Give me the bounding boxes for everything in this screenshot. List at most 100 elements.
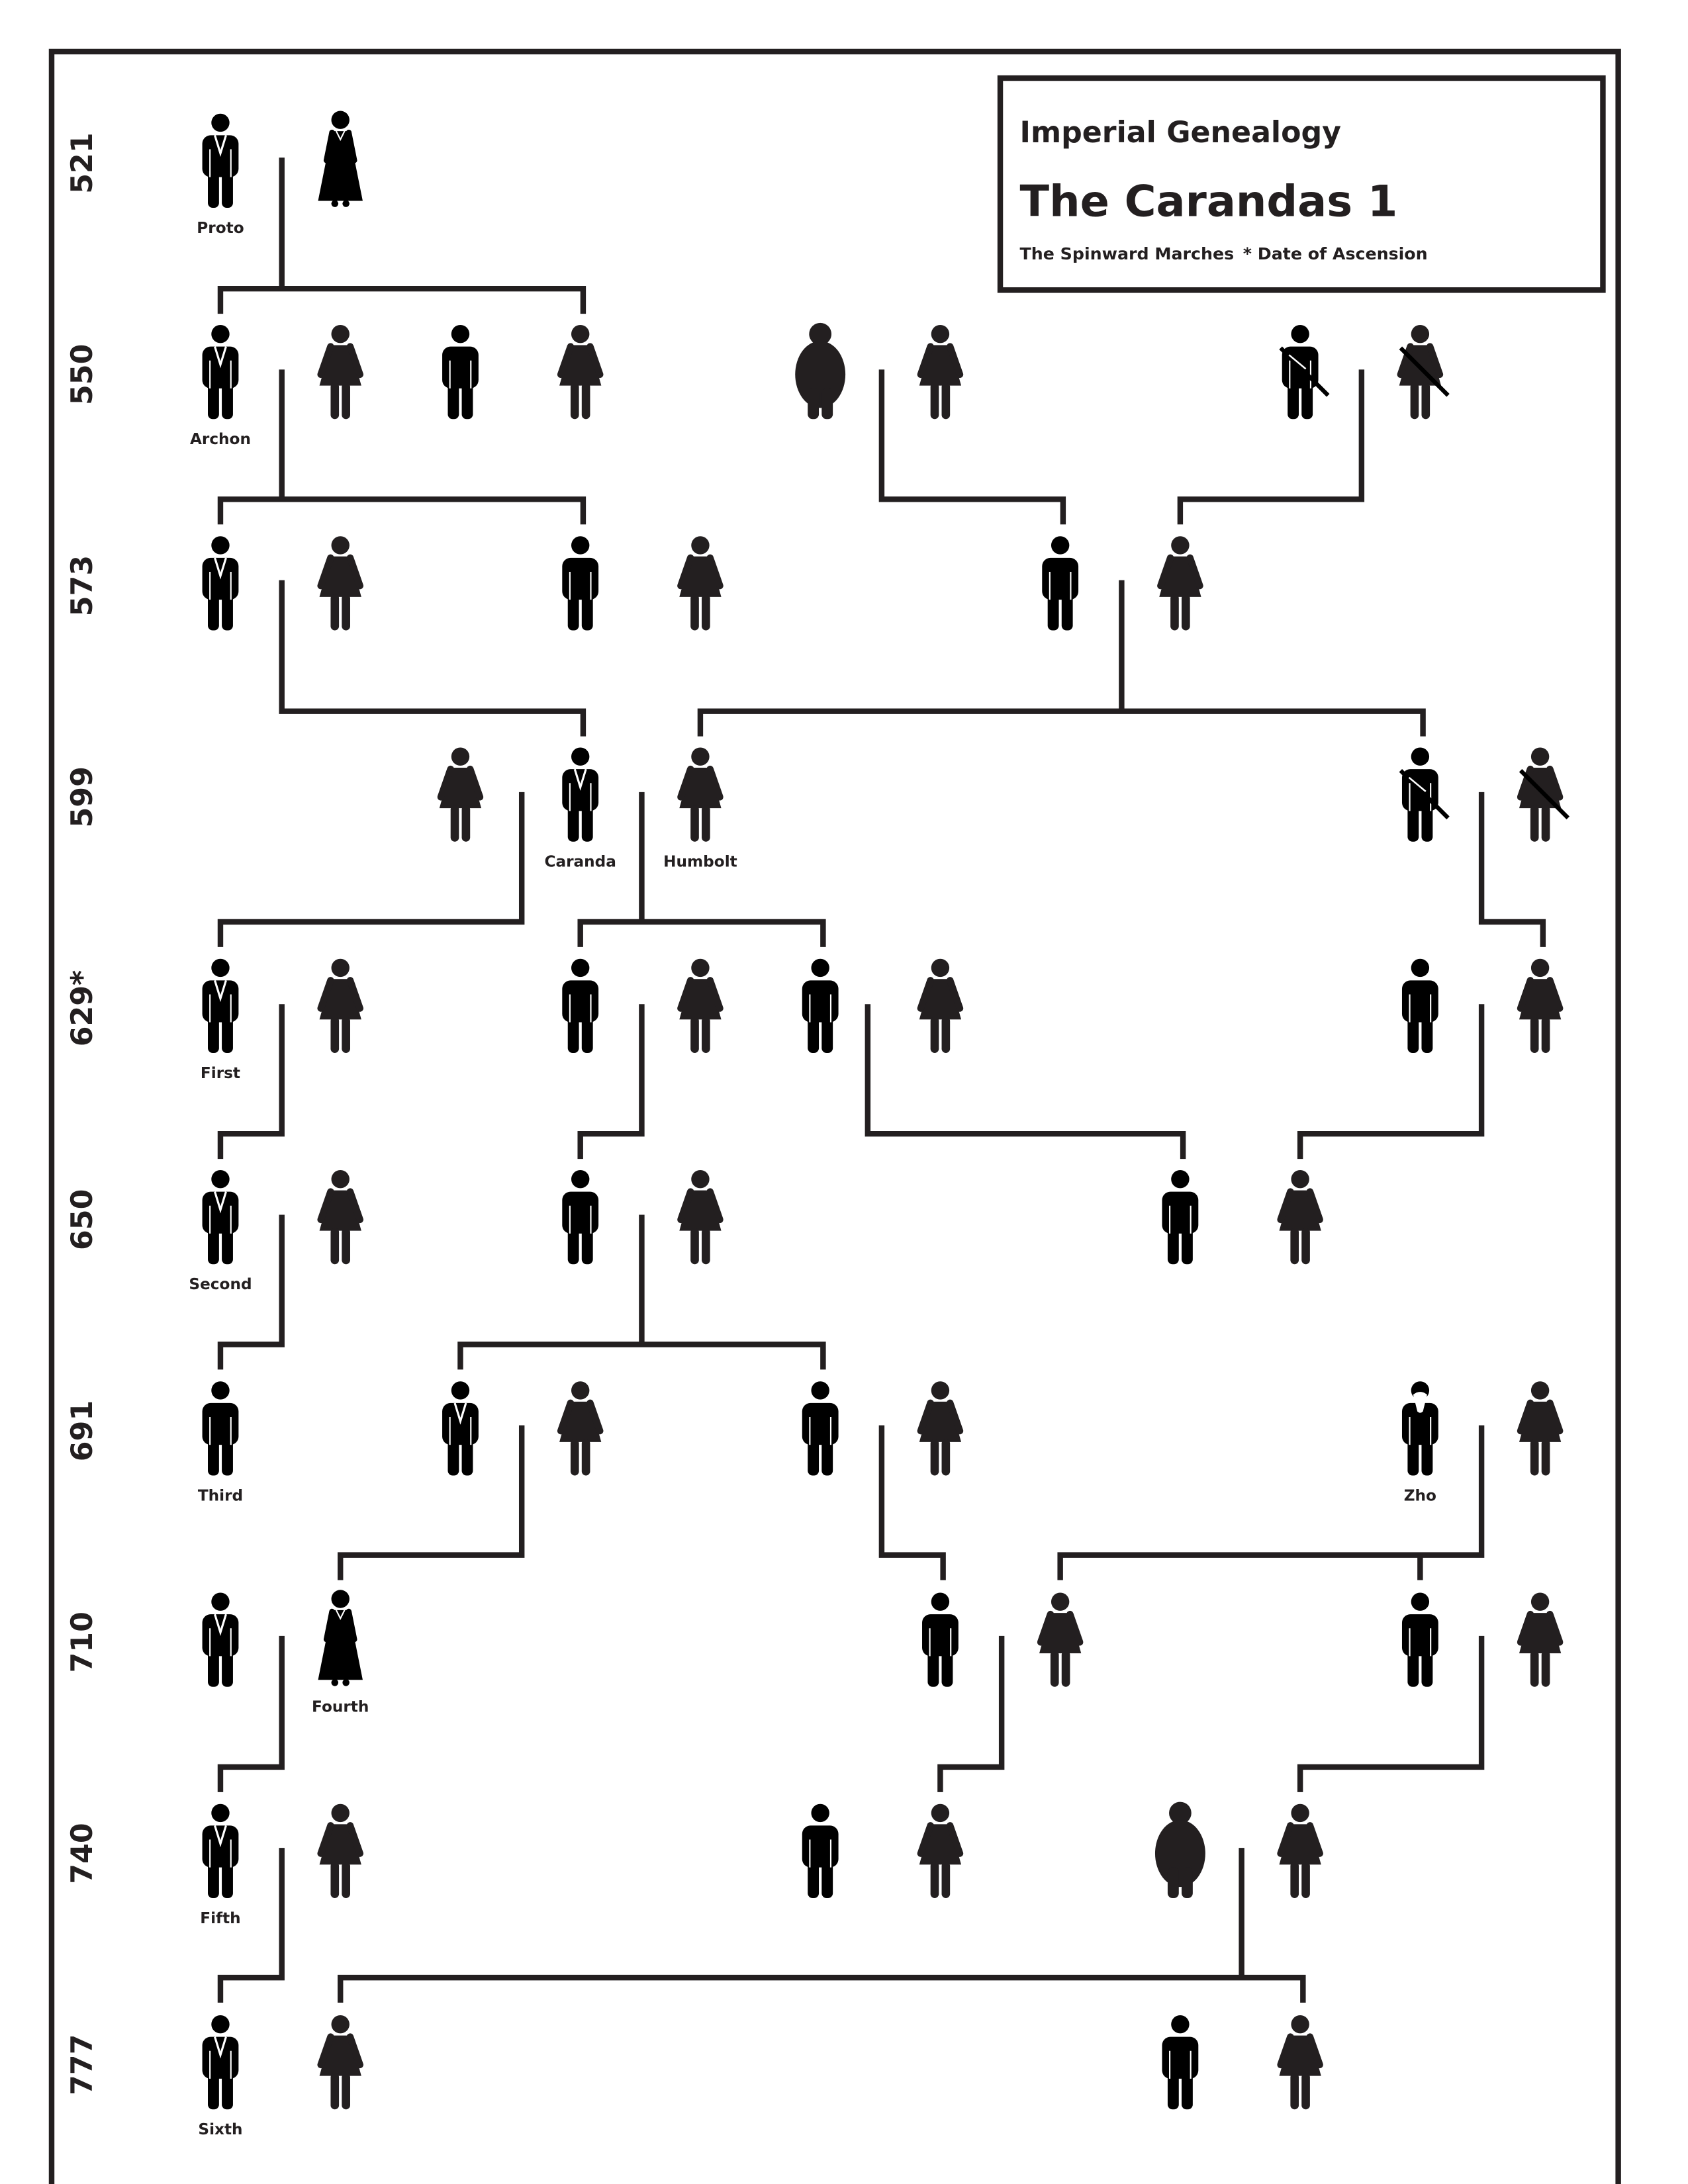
lineage-line bbox=[1297, 1635, 1485, 1792]
person bbox=[561, 535, 600, 631]
title-kicker: Imperial Genealogy bbox=[1020, 116, 1342, 150]
person bbox=[919, 325, 961, 419]
person bbox=[440, 748, 481, 842]
man-icon bbox=[1401, 1592, 1439, 1688]
person: Archon bbox=[190, 325, 251, 448]
person-name: Archon bbox=[190, 430, 251, 448]
man-icon bbox=[921, 1592, 959, 1688]
generation-year: 710 bbox=[66, 1612, 99, 1672]
person bbox=[318, 111, 362, 207]
woman-icon bbox=[1039, 1593, 1081, 1687]
man-suit-icon bbox=[203, 1170, 239, 1264]
lineage-line bbox=[337, 1425, 525, 1580]
person-name: Third bbox=[198, 1486, 243, 1504]
person: Sixth bbox=[198, 2015, 243, 2138]
lineage-lines bbox=[217, 158, 1546, 2003]
generation-year: 629* bbox=[66, 970, 99, 1047]
man-suit-icon bbox=[203, 325, 239, 419]
woman-gown-icon bbox=[318, 111, 362, 207]
person bbox=[559, 325, 601, 419]
fat-person-icon bbox=[1154, 1801, 1205, 1899]
lineage-line bbox=[217, 1635, 285, 1792]
person bbox=[559, 1381, 601, 1475]
person bbox=[1280, 1804, 1321, 1898]
person bbox=[679, 1170, 721, 1264]
person: Humbolt bbox=[663, 748, 737, 871]
person-name: Second bbox=[189, 1275, 252, 1293]
person bbox=[1154, 1801, 1205, 1899]
person bbox=[1519, 1381, 1561, 1475]
lineage-line bbox=[697, 708, 1426, 737]
woman-icon bbox=[919, 325, 961, 419]
person-name: Zho bbox=[1404, 1486, 1436, 1504]
lineage-line bbox=[937, 1635, 1005, 1792]
woman-icon bbox=[679, 1170, 721, 1264]
person bbox=[442, 1381, 479, 1475]
woman-icon bbox=[919, 959, 961, 1053]
man-suit-icon bbox=[203, 2015, 239, 2109]
lineage-line bbox=[217, 1004, 285, 1160]
lineage-line bbox=[217, 1214, 285, 1370]
person-name: Fifth bbox=[200, 1909, 240, 1927]
lineage-line bbox=[878, 1425, 946, 1580]
person bbox=[320, 1804, 361, 1898]
woman-icon bbox=[679, 959, 721, 1053]
man-icon bbox=[561, 1169, 600, 1265]
poster-frame bbox=[48, 48, 1621, 2184]
person bbox=[1159, 536, 1201, 630]
person: Third bbox=[198, 1381, 243, 1504]
person bbox=[1161, 1169, 1199, 1265]
generation-year: 740 bbox=[66, 1823, 99, 1884]
generation-year: 691 bbox=[66, 1400, 99, 1461]
woman-icon bbox=[679, 536, 721, 630]
lineage-line bbox=[217, 496, 586, 525]
generation-year: 521 bbox=[66, 132, 99, 193]
person-name: Humbolt bbox=[663, 853, 737, 871]
person bbox=[1281, 325, 1329, 419]
person-name: Proto bbox=[197, 219, 244, 237]
person bbox=[1161, 2014, 1199, 2111]
man-icon bbox=[201, 1381, 240, 1477]
title-box-border bbox=[997, 75, 1606, 293]
page-title: The Carandas 1 bbox=[1020, 177, 1398, 227]
man-icon bbox=[1041, 535, 1080, 631]
person: First bbox=[201, 959, 240, 1082]
person bbox=[1399, 325, 1448, 419]
lineage-line bbox=[217, 1848, 285, 2003]
generation-year: 550 bbox=[66, 344, 99, 405]
man-icon bbox=[1161, 1169, 1199, 1265]
person bbox=[919, 1804, 961, 1898]
person bbox=[919, 1381, 961, 1475]
person bbox=[679, 536, 721, 630]
woman-gown-icon bbox=[318, 1590, 362, 1686]
person-name: Caranda bbox=[544, 853, 616, 871]
person bbox=[801, 1803, 839, 1899]
man-icon bbox=[1161, 2014, 1199, 2111]
lineage-line bbox=[577, 919, 826, 947]
woman-icon bbox=[919, 1804, 961, 1898]
man-icon bbox=[1401, 958, 1439, 1054]
person bbox=[679, 959, 721, 1053]
legend-note: * Date of Ascension bbox=[1243, 244, 1428, 263]
person bbox=[921, 1592, 959, 1688]
lineage-line bbox=[457, 1342, 826, 1370]
person bbox=[442, 324, 479, 420]
man-icon bbox=[442, 324, 479, 420]
man-icon bbox=[561, 958, 600, 1054]
man-suit-icon bbox=[203, 114, 239, 208]
person bbox=[801, 1381, 839, 1477]
lineage-line bbox=[577, 1004, 645, 1160]
person bbox=[561, 958, 600, 1054]
woman-icon bbox=[320, 536, 361, 630]
person bbox=[1039, 1593, 1081, 1687]
woman-icon bbox=[1280, 2015, 1321, 2109]
person: Proto bbox=[197, 114, 244, 237]
lineage-line bbox=[878, 369, 1066, 525]
lineage-line bbox=[1478, 792, 1546, 947]
soldier-man-icon bbox=[1281, 325, 1329, 419]
person bbox=[1280, 2015, 1321, 2109]
man-icon bbox=[801, 958, 839, 1054]
person bbox=[1401, 748, 1448, 842]
